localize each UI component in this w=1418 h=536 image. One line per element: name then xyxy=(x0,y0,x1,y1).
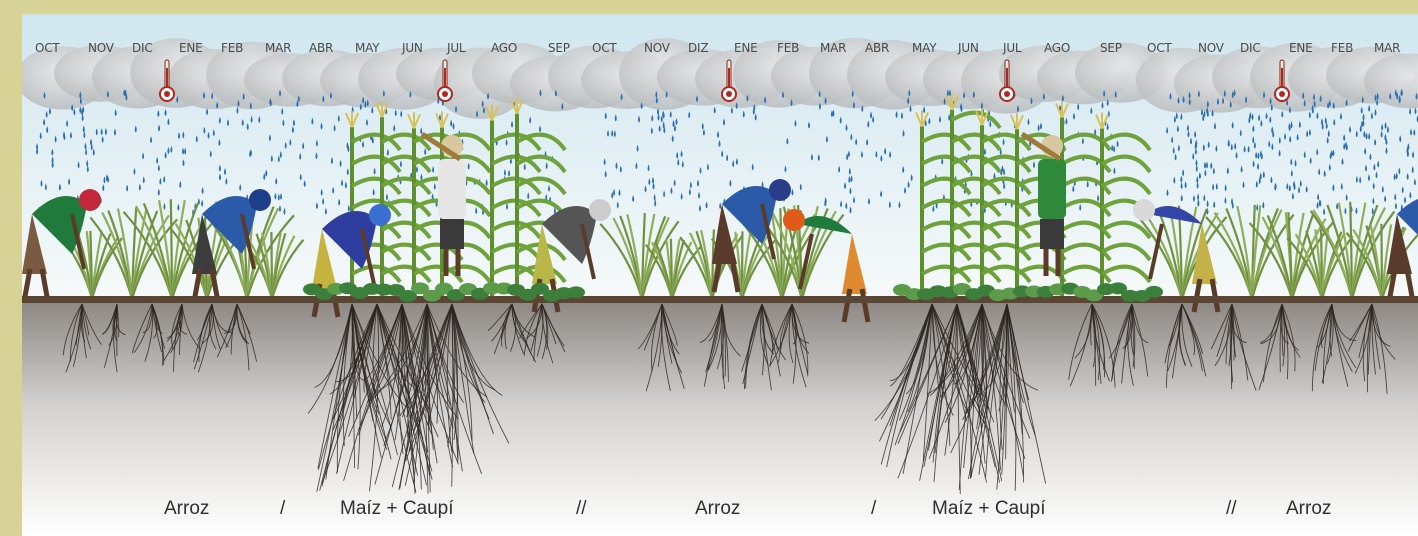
month-label: JUL xyxy=(446,41,466,55)
crop-label-maiz-caupi: Maíz + Caupí xyxy=(340,498,454,519)
month-label: AGO xyxy=(491,41,517,55)
crop-separator: / xyxy=(871,498,877,519)
month-label: FEB xyxy=(777,41,799,55)
month-label: FEB xyxy=(1331,41,1353,55)
crop-rotation-scene: OCT NOV DIC ENE FEB MAR ABR MAY JUN JUL … xyxy=(22,14,1418,536)
month-label: SEP xyxy=(1100,41,1122,55)
month-label: NOV xyxy=(88,41,115,55)
month-label: JUN xyxy=(401,41,423,55)
month-label: NOV xyxy=(644,41,671,55)
month-label: OCT xyxy=(592,41,617,55)
month-label: AGO xyxy=(1044,41,1070,55)
crop-label-arroz: Arroz xyxy=(164,498,209,519)
month-label: MAR xyxy=(1374,41,1400,55)
month-label: JUN xyxy=(957,41,979,55)
cowpea-plant xyxy=(567,286,585,298)
month-label: ABR xyxy=(865,41,889,55)
cowpea-plant xyxy=(1145,286,1163,298)
month-label: OCT xyxy=(35,41,60,55)
month-label: JUL xyxy=(1002,41,1022,55)
month-label: DIC xyxy=(1240,41,1261,55)
month-label: ABR xyxy=(309,41,333,55)
month-label: OCT xyxy=(1147,41,1172,55)
month-label: MAY xyxy=(355,41,380,55)
month-label: ENE xyxy=(179,41,203,55)
month-label: ENE xyxy=(1289,41,1313,55)
month-label: DIC xyxy=(132,41,153,55)
crop-separator: // xyxy=(576,498,587,519)
month-label: FEB xyxy=(221,41,243,55)
crop-label-arroz: Arroz xyxy=(1286,498,1331,519)
crop-rotation-illustration: OCT NOV DIC ENE FEB MAR ABR MAY JUN JUL … xyxy=(22,14,1418,536)
month-label: NOV xyxy=(1198,41,1225,55)
month-label: ENE xyxy=(734,41,758,55)
crop-separator: / xyxy=(280,498,286,519)
crop-label-arroz: Arroz xyxy=(695,498,740,519)
month-label: MAY xyxy=(912,41,937,55)
crop-separator: // xyxy=(1226,498,1237,519)
month-label: SEP xyxy=(548,41,570,55)
month-label: MAR xyxy=(820,41,846,55)
ground-line xyxy=(22,296,1418,303)
crop-label-maiz-caupi: Maíz + Caupí xyxy=(932,498,1046,519)
month-label: DIZ xyxy=(688,41,708,55)
month-label: MAR xyxy=(265,41,291,55)
